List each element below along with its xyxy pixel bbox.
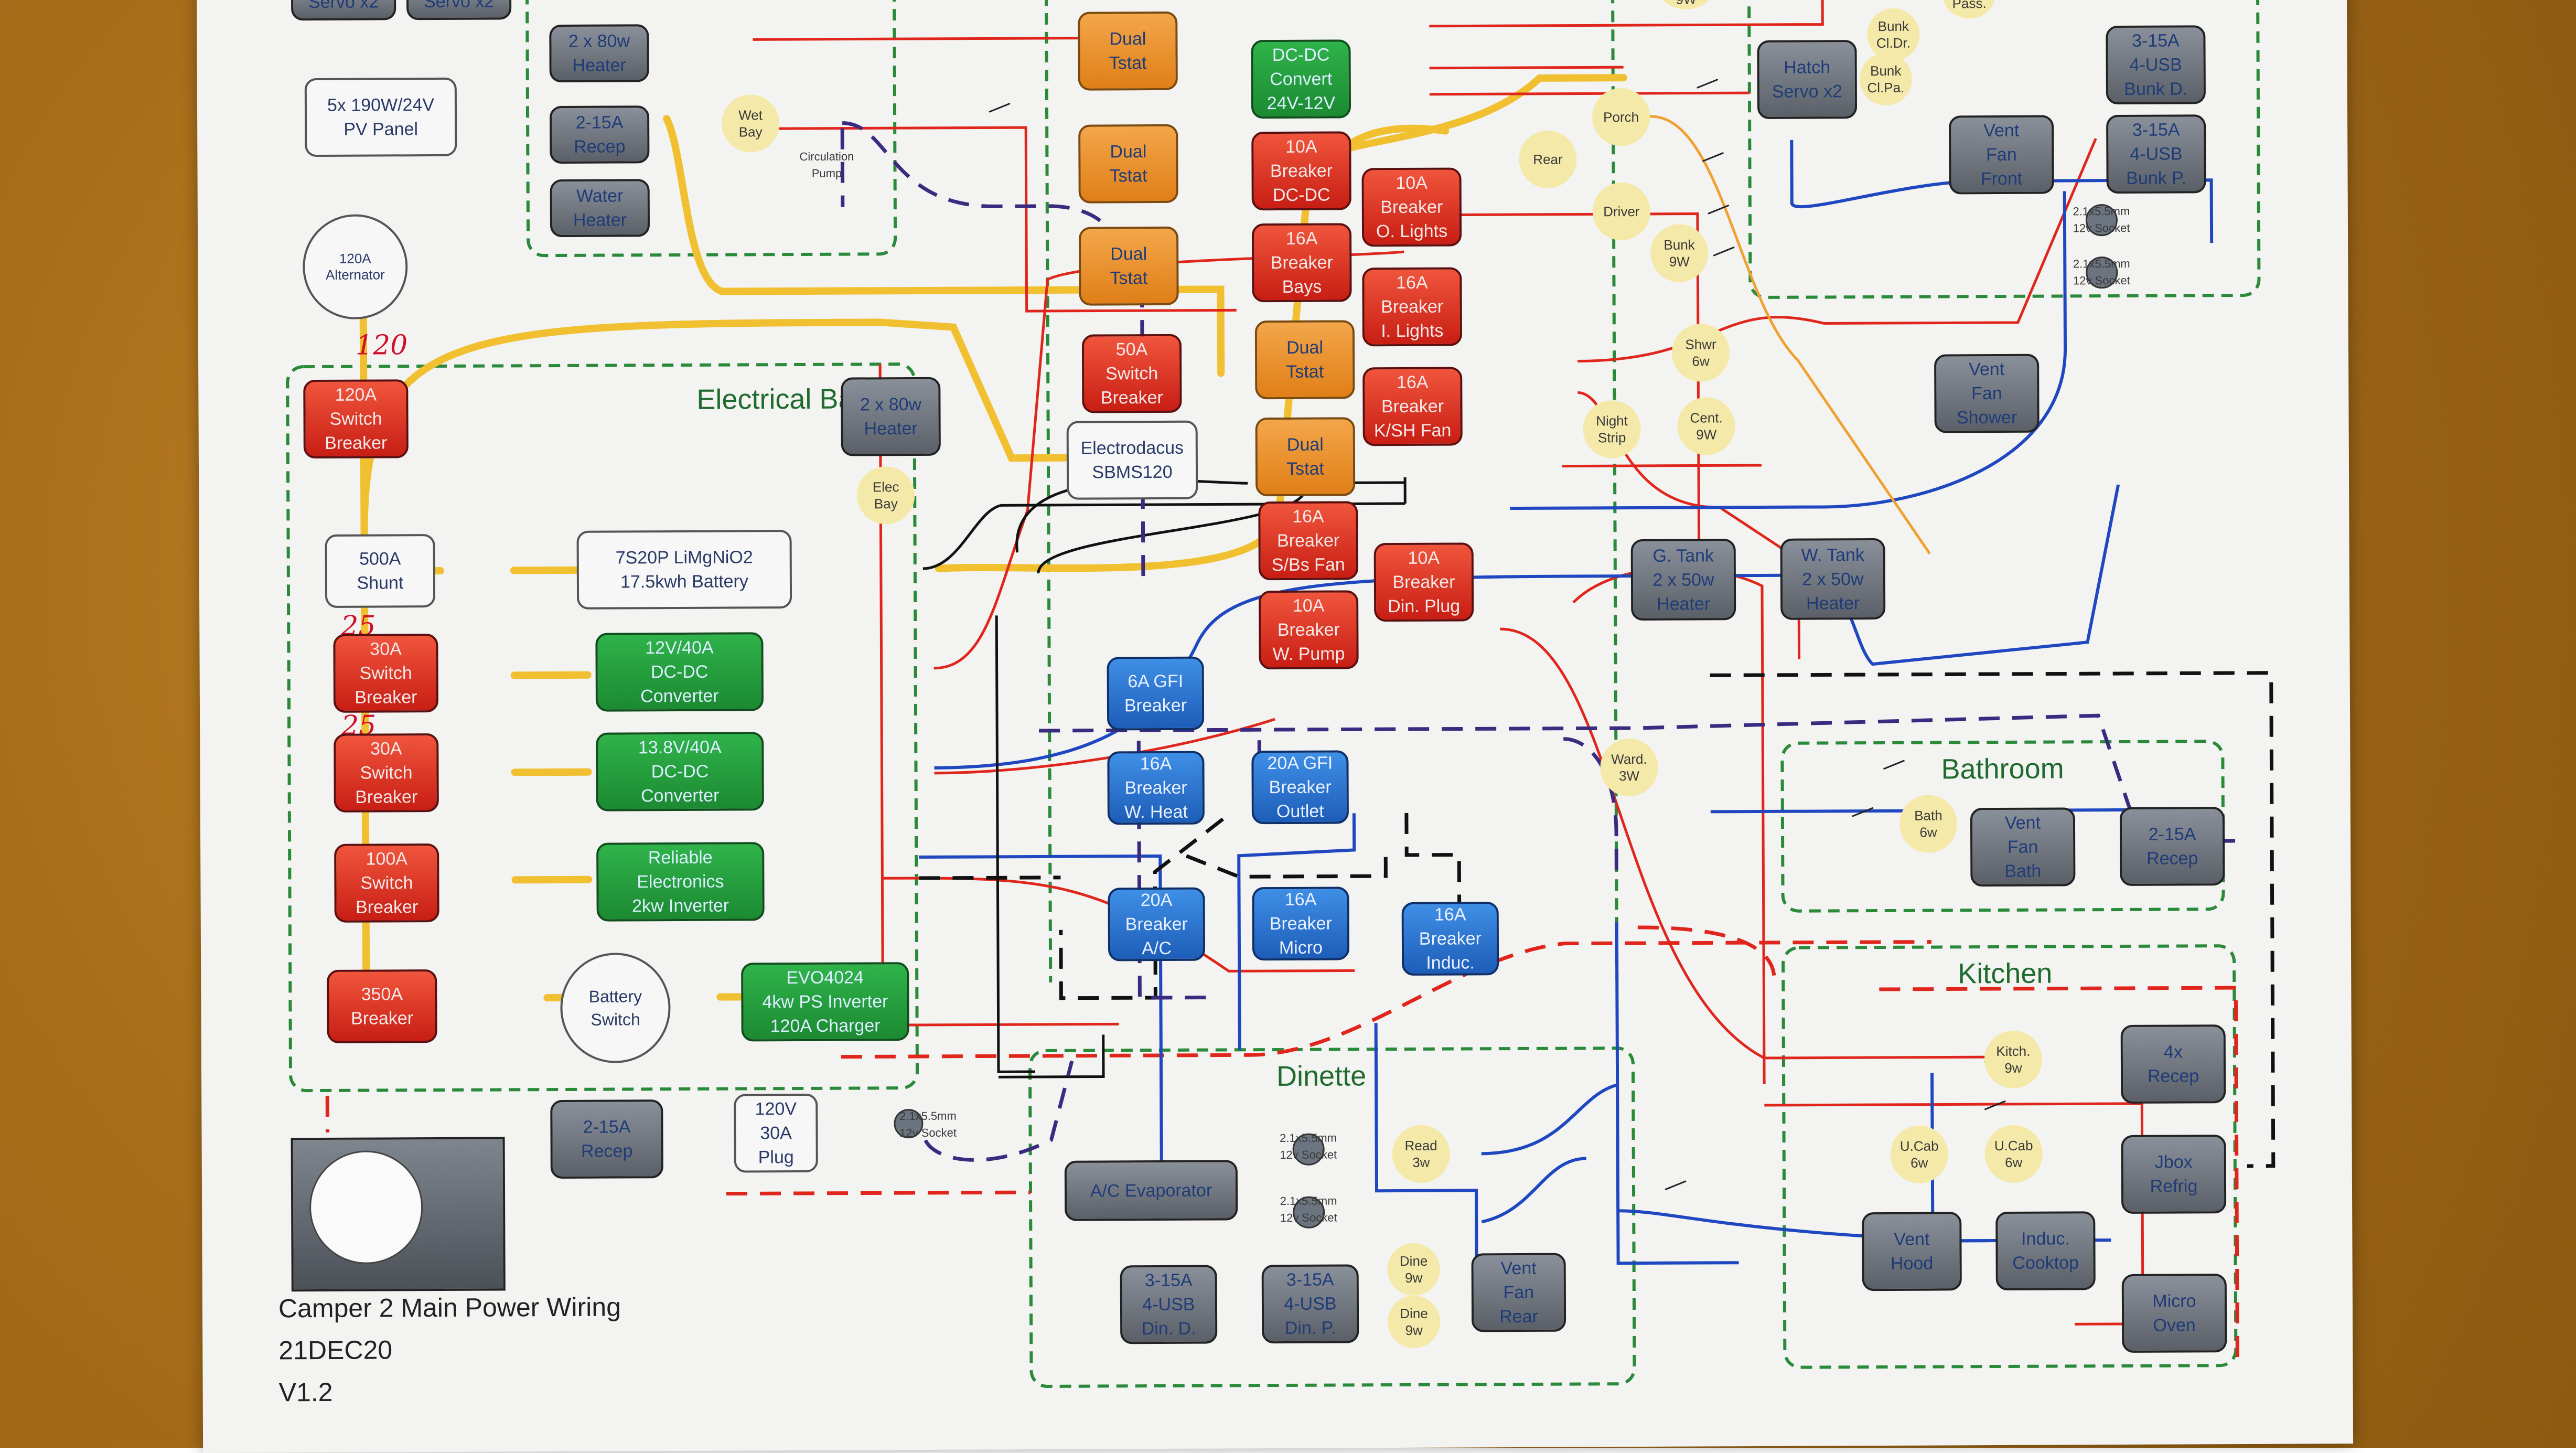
shower-light: Shwr 6w: [1671, 324, 1730, 382]
gfi-20a-outlet: 20A GFI Breaker Outlet: [1251, 750, 1349, 825]
electrodacus-sbms120: Electrodacus SBMS120: [1066, 420, 1198, 500]
usb-3-15a-dinette-d: 3-15A 4-USB Din. D.: [1120, 1265, 1218, 1344]
bunk-cldr-light: Bunk Cl.Dr.: [1867, 8, 1920, 61]
battery-17-5kwh: 7S20P LiMgNiO2 17.5kwh Battery: [576, 530, 792, 610]
recep-2-15a-top: 2-15A Recep: [549, 105, 650, 164]
driver-light: Driver: [1592, 182, 1651, 241]
dine-light-1: Dine 9w: [1387, 1243, 1440, 1296]
recep-4x: 4x Recep: [2120, 1024, 2226, 1104]
handwritten-120: 120: [355, 329, 408, 361]
micro-oven: Micro Oven: [2121, 1274, 2227, 1353]
porch-light: Porch: [1592, 88, 1650, 146]
dine-light-2: Dine 9w: [1387, 1295, 1441, 1349]
breaker-16a-bays: 16A Breaker Bays: [1251, 223, 1352, 303]
breaker-10a-din-plug: 10A Breaker Din. Plug: [1373, 542, 1474, 622]
battery-switch: Battery Switch: [560, 953, 671, 1063]
breaker-10a-wpump: 10A Breaker W. Pump: [1259, 590, 1359, 670]
switch-breaker-30a-2: 30A Switch Breaker: [334, 733, 439, 813]
vent-fan-shower: Vent Fan Shower: [1934, 354, 2040, 433]
dual-tstat-1: Dual Tstat: [1078, 11, 1178, 91]
ucab-light-2: U.Cab 6w: [1984, 1125, 2043, 1183]
breaker-10a-olights: 10A Breaker O. Lights: [1361, 167, 1462, 247]
read-light: Read 3w: [1392, 1125, 1450, 1183]
dual-tstat-3: Dual Tstat: [1078, 226, 1179, 306]
heater-80w-top: 2 x 80w Heater: [549, 24, 649, 83]
wet-bay-light: Wet Bay: [721, 94, 780, 153]
diagram-sheet: Electrical Bay Bathroom Kitchen Dinette …: [197, 0, 2354, 1453]
bathroom-title: Bathroom: [1941, 753, 2064, 785]
wet-bay-border: [525, 0, 897, 258]
gfi-6a-breaker: 6A GFI Breaker: [1107, 656, 1205, 731]
breaker-16a-ilights: 16A Breaker I. Lights: [1362, 267, 1462, 347]
vent-fan-rear: Vent Fan Rear: [1471, 1253, 1566, 1332]
ac-fan-hole: [309, 1150, 423, 1265]
diagram-title: Camper 2 Main Power Wiring: [278, 1292, 621, 1323]
center-light: Cent. 9W: [1677, 397, 1735, 455]
breaker-20a-ac: 20A Breaker A/C: [1108, 887, 1206, 961]
breaker-16a-induc: 16A Breaker Induc.: [1401, 902, 1499, 976]
elec-bay-light: Elec Bay: [856, 466, 915, 525]
hatch-servo: Hatch Servo x2: [1757, 40, 1858, 120]
breaker-16a-ksh-fan: 16A Breaker K/SH Fan: [1362, 367, 1463, 446]
night-strip: Night Strip: [1583, 400, 1641, 458]
alternator: 120A Alternator: [302, 214, 408, 320]
switch-breaker-50a: 50A Switch Breaker: [1081, 334, 1182, 413]
dual-tstat-4: Dual Tstat: [1254, 320, 1355, 400]
breaker-350a: 350A Breaker: [327, 969, 437, 1043]
dual-tstat-5: Dual Tstat: [1255, 417, 1356, 497]
reliable-inverter: Reliable Electronics 2kw Inverter: [596, 842, 765, 922]
usb-bunk-d: 3-15A 4-USB Bunk D.: [2106, 25, 2206, 105]
vent-fan-front: Vent Fan Front: [1949, 115, 2054, 195]
electrical-bay-border: [286, 362, 919, 1093]
diagram-version: V1.2: [278, 1377, 333, 1407]
bath-light: Bath 6w: [1899, 795, 1958, 853]
breaker-10a-dcdc: 10A Breaker DC-DC: [1251, 131, 1351, 211]
switch-breaker-100a: 100A Switch Breaker: [334, 843, 439, 923]
gray-tank-heater: G. Tank 2 x 50w Heater: [1630, 539, 1736, 621]
servo-top-1: Servo x2: [291, 0, 396, 21]
recep-2-15a-bottom: 2-15A Recep: [550, 1099, 663, 1179]
ucab-light-1: U.Cab 6w: [1890, 1125, 1948, 1183]
switch-breaker-30a-1: 30A Switch Breaker: [333, 634, 439, 713]
bunk-9w-light: Bunk 9W: [1650, 224, 1709, 282]
kitchen-border: [1781, 944, 2238, 1369]
ac-evaporator: A/C Evaporator: [1064, 1160, 1238, 1221]
heater-80w-bay: 2 x 80w Heater: [841, 377, 941, 456]
jbox-refrig: Jbox Refrig: [2121, 1135, 2227, 1214]
vent-fan-bath: Vent Fan Bath: [1970, 807, 2076, 887]
usb-bunk-p: 3-15A 4-USB Bunk P.: [2106, 114, 2206, 194]
center-bay-border: [1044, 0, 1619, 982]
evo4024-inverter: EVO4024 4kw PS Inverter 120A Charger: [741, 962, 909, 1042]
diagram-date: 21DEC20: [278, 1335, 393, 1365]
kitchen-title: Kitchen: [1958, 957, 2053, 990]
vent-hood: Vent Hood: [1862, 1212, 1962, 1291]
switch-breaker-120a: 120A Switch Breaker: [303, 379, 409, 459]
wardrobe-light: Ward. 3W: [1600, 738, 1658, 797]
water-heater: Water Heater: [550, 179, 650, 238]
induction-cooktop: Induc. Cooktop: [1995, 1211, 2096, 1291]
shunt-500a: 500A Shunt: [325, 534, 436, 608]
usb-3-15a-dinette-p: 3-15A 4-USB Din. P.: [1261, 1264, 1359, 1344]
recep-bath: 2-15A Recep: [2119, 807, 2225, 886]
rear-light: Rear: [1519, 130, 1577, 189]
breaker-16a-wheat: 16A Breaker W. Heat: [1107, 751, 1205, 825]
plug-120v-30a: 120V 30A Plug: [734, 1093, 818, 1173]
dinette-border: [1028, 1046, 1636, 1388]
dcdc-13-8v-40a: 13.8V/40A DC-DC Converter: [596, 732, 764, 811]
servo-top-2: Servo x2: [406, 0, 512, 20]
kitchen-light: Kitch. 9w: [1984, 1030, 2043, 1089]
bunk-clpa-light: Bunk Cl.Pa.: [1859, 52, 1912, 106]
water-tank-heater: W. Tank 2 x 50w Heater: [1780, 538, 1886, 620]
bunk-border: [1747, 0, 2261, 299]
breaker-16a-micro: 16A Breaker Micro: [1252, 886, 1350, 961]
dinette-title: Dinette: [1276, 1060, 1367, 1093]
dcdc-convert-24v-12v: DC-DC Convert 24V-12V: [1251, 39, 1351, 119]
pv-panel: 5x 190W/24V PV Panel: [304, 77, 457, 157]
breaker-16a-sfan: 16A Breaker S/Bs Fan: [1258, 501, 1358, 581]
dual-tstat-2: Dual Tstat: [1078, 124, 1178, 204]
dcdc-12v-40a: 12V/40A DC-DC Converter: [595, 632, 764, 712]
